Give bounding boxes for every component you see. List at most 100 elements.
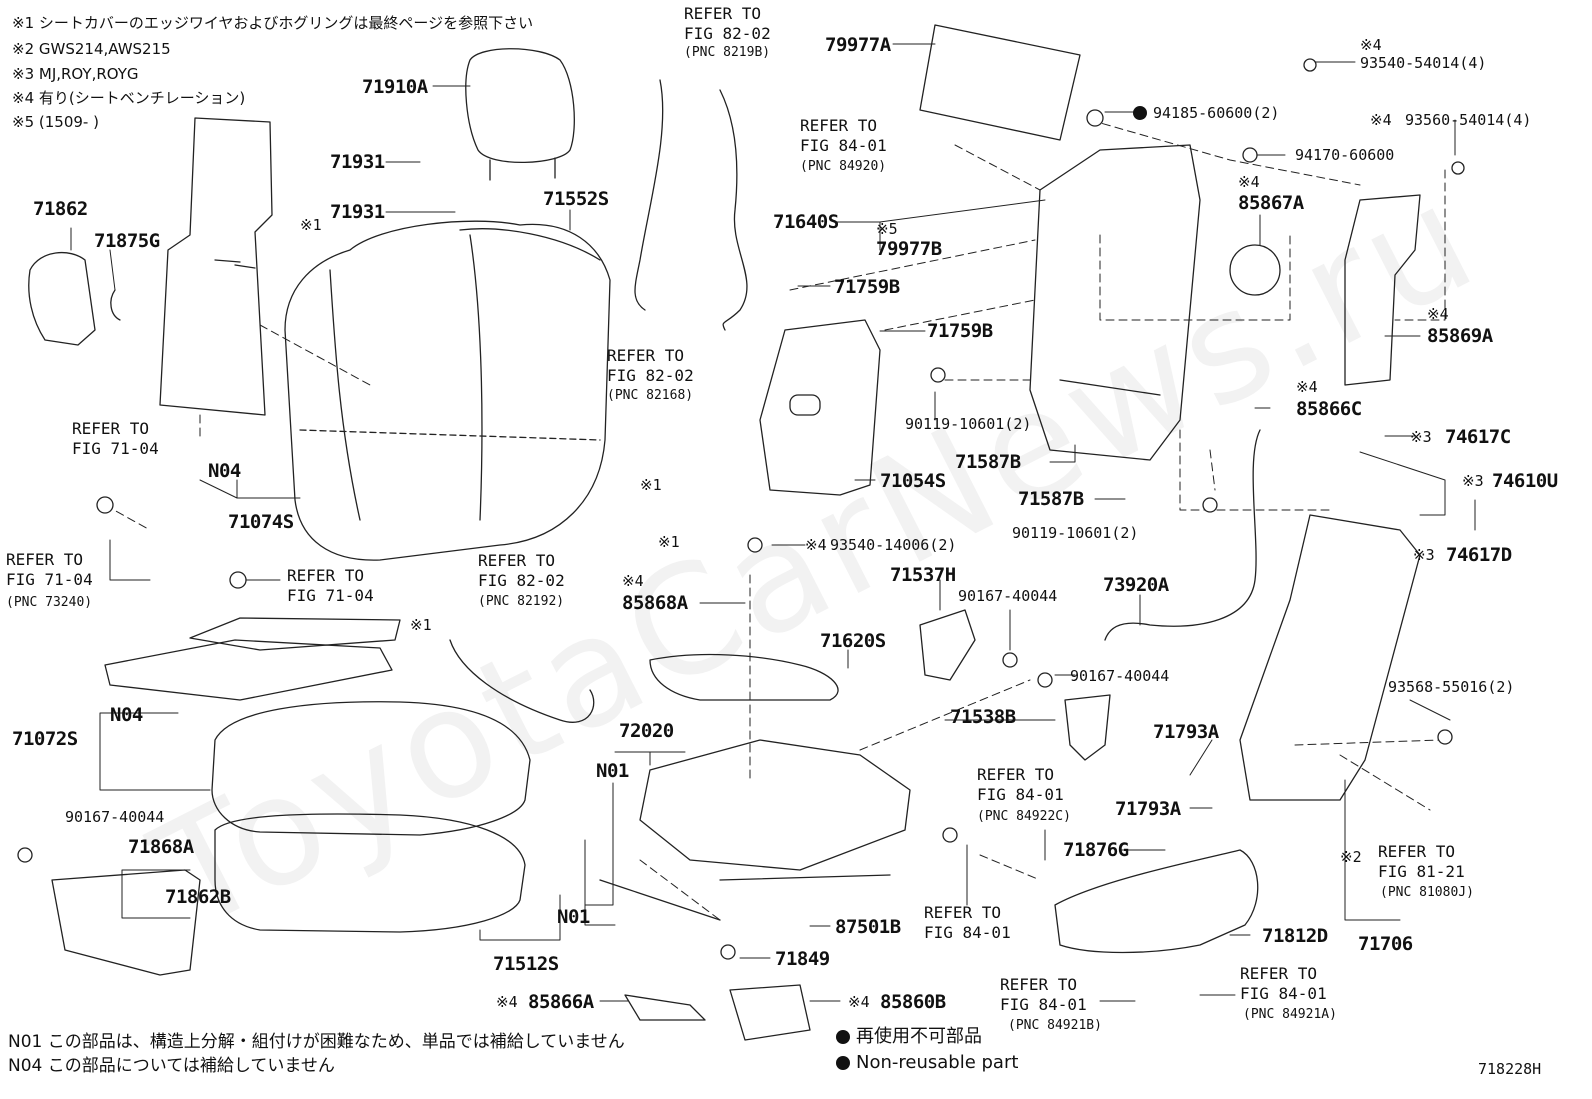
legend-non-reusable-ja: 再使用不可部品 [836,1028,982,1046]
part-71849: 71849 [775,948,830,970]
note-mark-3-74610U: ※3 [1462,472,1484,490]
part-85867A: 85867A [1238,192,1304,214]
seatback-frame-shape [759,319,881,496]
part-71587B-b: 71587B [1018,488,1084,510]
part-71537H: 71537H [890,564,956,586]
rear-board-71706-shape [1239,514,1421,801]
legend-non-reusable-en-text: Non-reusable part [856,1052,1019,1073]
part-71759B-a: 71759B [834,276,900,298]
refer-fig-84-01-e: REFER TO FIG 84-01 [1240,964,1327,1003]
part-71931-a: 71931 [330,151,385,173]
refer-fig-84-01-c: REFER TO FIG 84-01 [924,903,1011,942]
assembly-dashes [104,119,1446,921]
refer-fig-82-02-top: REFER TO FIG 82-02 [684,4,771,43]
refer-fig-84-01-d-pnc: (PNC 84921B) [1008,1018,1102,1033]
refer-fig-84-01-a: REFER TO FIG 84-01 [800,116,887,155]
harness-center-shape [449,639,595,723]
note-1: ※1 シートカバーのエッジワイヤおよびホグリングは最終ページを参照下さい [12,14,534,32]
side-cover-71812D-shape [1054,849,1259,954]
part-N04-b: N04 [110,704,143,726]
bracket-71537H-shape [919,609,976,681]
part-85868A: 85868A [622,592,688,614]
footnote-N04: N04 この部品については補給していません [8,1056,335,1076]
fan-85867A-shape [1229,244,1281,296]
refer-fig-71-04-c: REFER TO FIG 71-04 [6,550,93,589]
part-71054S: 71054S [880,470,946,492]
note-mark-5: ※5 [876,220,898,238]
part-71793A-b: 71793A [1115,798,1181,820]
part-93540-54014: 93540-54014(4) [1360,54,1487,72]
leader-lines [70,43,1476,1002]
refer-fig-71-04-c-pnc: (PNC 73240) [6,595,93,610]
part-74617D: 74617D [1446,544,1512,566]
part-71512S: 71512S [493,953,559,975]
seatback-cover-shape [284,220,611,561]
part-71759B-b: 71759B [927,320,993,342]
legend-dot-ja [836,1030,850,1044]
seat-cushion-cover-shape [211,701,531,933]
part-85866A: 85866A [528,991,594,1013]
part-71876G: 71876G [1063,839,1129,861]
part-N01-a: N01 [596,760,629,782]
part-71812D: 71812D [1262,925,1328,947]
refer-fig-82-02-top-pnc: (PNC 8219B) [684,45,771,60]
part-79977A: 79977A [825,34,891,56]
part-71072S: 71072S [12,728,78,750]
legend-dot-en [836,1056,850,1070]
part-85869A: 85869A [1427,325,1493,347]
part-93560-54014: 93560-54014(4) [1405,111,1532,129]
note-mark-3-74617D: ※3 [1413,546,1435,564]
part-71793A-a: 71793A [1153,721,1219,743]
refer-fig-84-01-b: REFER TO FIG 84-01 [977,765,1064,804]
part-71620S: 71620S [820,630,886,652]
note-mark-1b: ※1 [640,476,662,494]
part-90119-b: 90119-10601(2) [1012,524,1139,542]
seat-spring-shape [649,653,839,701]
note-mark-4-85867A: ※4 [1238,173,1260,191]
seat-pad-shape [104,639,393,701]
part-85866C: 85866C [1296,398,1362,420]
note-mark-1d: ※1 [410,616,432,634]
footnote-N01: N01 この部品は、構造上分解・組付けが困難なため、単品では補給していません [8,1032,625,1052]
bracket-71538B-shape [1064,694,1111,761]
note-mark-4-93540-54014: ※4 [1360,36,1382,54]
refer-fig-84-01-a-pnc: (PNC 84920) [800,159,887,174]
note-4: ※4 有り(シートベンチレーション) [12,89,246,107]
refer-fig-82-02-low: REFER TO FIG 82-02 [478,551,565,590]
seat-heater-shape [189,617,401,651]
part-87501B: 87501B [835,916,901,938]
part-90119-a: 90119-10601(2) [905,415,1032,433]
note-mark-4-85869A: ※4 [1427,305,1449,323]
side-trim-shape [28,251,96,346]
note-mark-2: ※2 [1340,848,1362,866]
refer-fig-82-02-low-pnc: (PNC 82192) [478,594,565,609]
seatback-board-shape [159,117,273,416]
part-94185-60600: 94185-60600(2) [1133,106,1279,121]
refer-fig-84-01-b-pnc: (PNC 84922C) [977,809,1071,824]
part-74610U: 74610U [1492,470,1558,492]
part-71910A: 71910A [362,76,428,98]
refer-fig-71-04-a: REFER TO FIG 71-04 [72,419,159,458]
part-90167-40044-a: 90167-40044 [958,587,1058,605]
refer-fig-81-21: REFER TO FIG 81-21 [1378,842,1465,881]
part-71552S: 71552S [543,188,609,210]
harness-73920A-shape [1104,429,1261,641]
refer-fig-82-02-mid-pnc: (PNC 82168) [607,388,694,403]
headrest-shape [465,48,575,181]
part-73920A: 73920A [1103,574,1169,596]
note-mark-4-85866C: ※4 [1296,378,1318,396]
note-3: ※3 MJ,ROY,ROYG [12,65,139,83]
part-N01-b: N01 [557,906,590,928]
note-mark-3-74617C: ※3 [1410,428,1432,446]
part-74617C: 74617C [1445,426,1511,448]
harness-71640S-shape [634,79,748,331]
part-79977B: 79977B [876,238,942,260]
part-71868A: 71868A [128,836,194,858]
pad-79977A-shape [919,24,1081,141]
part-71862: 71862 [33,198,88,220]
part-71074S: 71074S [228,511,294,533]
part-93568-55016: 93568-55016(2) [1388,678,1515,696]
part-N04-a: N04 [208,460,241,482]
